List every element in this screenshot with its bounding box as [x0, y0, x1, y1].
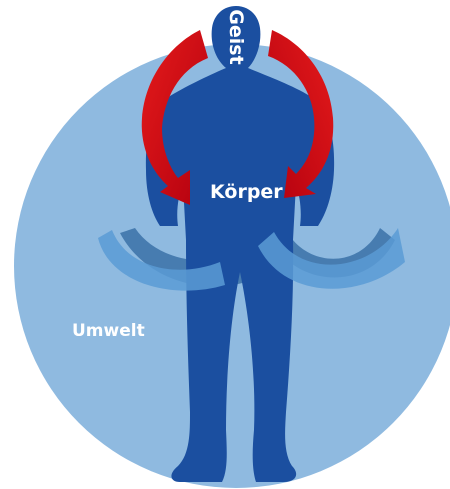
environment-label: Umwelt: [72, 321, 145, 341]
body-label: Körper: [210, 181, 283, 203]
mind-label: Geist: [225, 9, 247, 64]
